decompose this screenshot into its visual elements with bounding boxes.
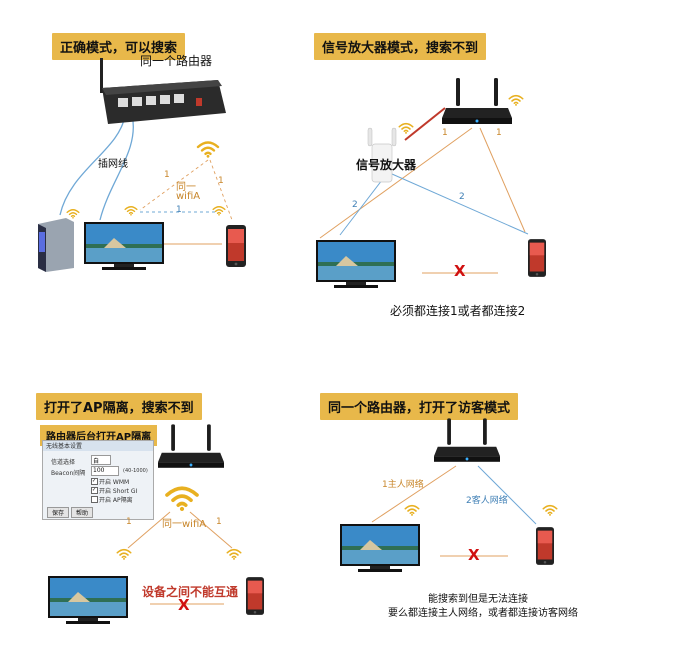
q4-guest-net-label: 2客人网络 — [466, 493, 508, 506]
q4-tv-wifi-icon — [404, 504, 420, 516]
q4-router — [434, 418, 500, 466]
q4-caption-2: 要么都连接主人网络，或者都连接访客网络 — [388, 604, 578, 619]
q4-phone — [536, 522, 554, 570]
q4-phone-wifi-icon — [542, 504, 558, 516]
q4-caption-1: 能搜索到但是无法连接 — [428, 590, 528, 605]
q4-main-net-label: 1主人网络 — [382, 477, 424, 490]
q4-tv — [340, 524, 420, 574]
q4-x-mark: X — [468, 546, 480, 564]
